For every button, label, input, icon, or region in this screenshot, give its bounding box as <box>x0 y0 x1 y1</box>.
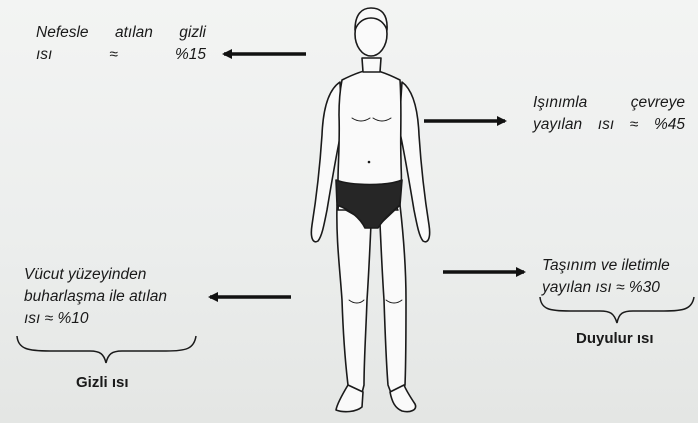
left-leg <box>337 205 371 393</box>
brace-latent <box>17 336 196 363</box>
group-label-sensible: Duyulur ısı <box>576 330 654 347</box>
neck <box>362 58 381 72</box>
human-figure <box>311 8 429 412</box>
label-convection-conduction-heat: Taşınım ve iletimle yayılan ısı ≈ %30 <box>542 255 692 299</box>
right-arm <box>399 82 430 242</box>
label-breath-latent-heat: Nefesle atılan gizli ısı ≈ %15 <box>36 22 206 66</box>
right-leg <box>380 205 406 393</box>
group-label-latent: Gizli ısı <box>76 374 129 391</box>
label-radiation-heat: Işınımla çevreye yayılan ısı ≈ %45 <box>533 92 685 136</box>
label-evaporation-heat: Vücut yüzeyinden buharlaşma ile atılan ı… <box>24 264 194 330</box>
navel <box>368 161 371 164</box>
brace-sensible <box>540 297 694 323</box>
